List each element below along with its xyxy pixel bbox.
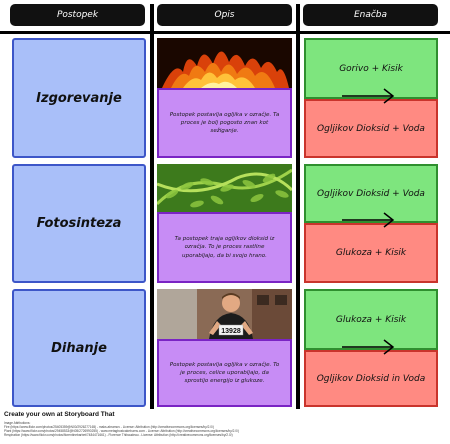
- header-postopek: Postopek: [10, 4, 145, 26]
- image-attributions: Image Attributions: Fire (https://www.fl…: [4, 421, 239, 437]
- attribution-line: Image Attributions:: [4, 421, 31, 425]
- description-fotosinteza: Ta postopek traja ogljikov dioksid iz oz…: [157, 212, 292, 283]
- process-name: Izgorevanje: [36, 90, 122, 106]
- column-divider-1: [150, 4, 154, 409]
- products-izgorevanje: Ogljikov Dioksid + Voda: [304, 99, 438, 158]
- products-text: Ogljikov Dioksid in Voda: [316, 373, 426, 384]
- storyboard-that-link[interactable]: Create your own at Storyboard That: [4, 411, 115, 418]
- description-dihanje: Postopek postavlja ogljika v ozračje. To…: [157, 339, 292, 407]
- description-text: Postopek postavlja ogljika v ozračje. To…: [169, 361, 280, 385]
- products-dihanje: Ogljikov Dioksid in Voda: [304, 350, 438, 407]
- header-postopek-label: Postopek: [56, 10, 99, 20]
- process-cell-dihanje: Dihanje: [12, 289, 146, 407]
- description-izgorevanje: Postopek postavlja ogljika v ozračje. Ta…: [157, 88, 292, 158]
- footer-title[interactable]: Create your own at Storyboard That: [4, 411, 115, 418]
- products-text: Glukoza + Kisik: [335, 248, 407, 258]
- header-opis-label: Opis: [214, 10, 235, 20]
- attribution-line: Fire (https://www.flickr.com/photos/2540…: [4, 425, 214, 429]
- process-name: Dihanje: [51, 340, 107, 356]
- process-cell-fotosinteza: Fotosinteza: [12, 164, 146, 283]
- header-divider: [0, 31, 450, 34]
- process-name: Fotosinteza: [36, 216, 122, 231]
- products-text: Ogljikov Dioksid + Voda: [317, 123, 425, 134]
- reactants-text: Ogljikov Dioksid + Voda: [317, 188, 425, 199]
- runner-photo: 13928: [157, 289, 292, 339]
- header-opis: Opis: [157, 4, 292, 26]
- reactants-fotosinteza: Ogljikov Dioksid + Voda: [304, 164, 438, 223]
- description-text: Postopek postavlja ogljika v ozračje. Ta…: [169, 111, 280, 135]
- products-fotosinteza: Glukoza + Kisik: [304, 223, 438, 283]
- header-enacba-label: Enačba: [353, 10, 388, 20]
- column-divider-2: [296, 4, 300, 409]
- race-bib-number: 13928: [221, 328, 241, 335]
- reactants-izgorevanje: Gorivo + Kisik: [304, 38, 438, 99]
- reactants-dihanje: Glukoza + Kisik: [304, 289, 438, 350]
- description-text: Ta postopek traja ogljikov dioksid iz oz…: [174, 236, 275, 259]
- fire-photo: [157, 38, 292, 88]
- header-enacba: Enačba: [303, 4, 438, 26]
- reactants-text: Gorivo + Kisik: [339, 63, 403, 74]
- process-cell-izgorevanje: Izgorevanje: [12, 38, 146, 158]
- attribution-line: Respiration (https://www.flickr.com/phot…: [4, 433, 233, 437]
- fern-photo: [157, 164, 292, 212]
- attribution-line: Plant (https://www.flickr.com/photos/294…: [4, 429, 239, 433]
- reactants-text: Glukoza + Kisik: [335, 314, 407, 325]
